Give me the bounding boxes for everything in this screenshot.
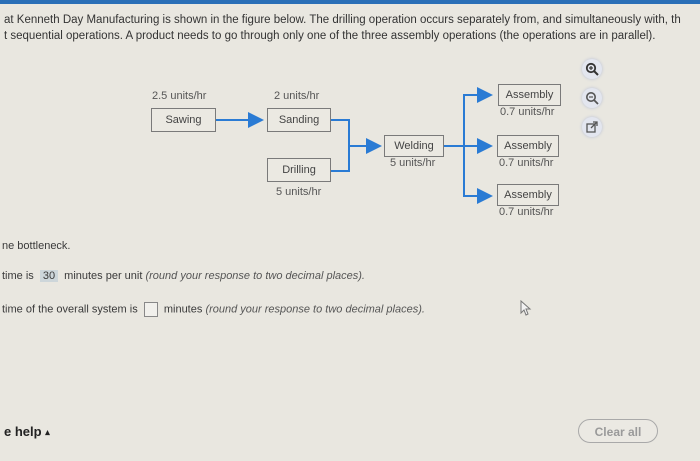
system-time-input[interactable] [143, 302, 158, 317]
drilling-rate: 5 units/hr [276, 186, 322, 198]
process-flow-diagram: 2.5 units/hr Sawing 2 units/hr Sanding D… [0, 0, 700, 230]
question-bottleneck: ne bottleneck. [2, 240, 71, 252]
help-label: e help [4, 424, 42, 439]
q1-text: ne bottleneck. [2, 240, 71, 252]
help-toggle[interactable]: e help ▴ [4, 424, 50, 439]
sawing-rate: 2.5 units/hr [152, 90, 207, 102]
intro-line-2: t sequential operations. A product needs… [4, 30, 656, 42]
station-assembly-2: Assembly [497, 135, 559, 157]
zoom-in-button[interactable] [582, 59, 602, 79]
intro-line-1: at Kenneth Day Manufacturing is shown in… [4, 14, 681, 26]
assembly-1-rate: 0.7 units/hr [500, 106, 555, 118]
assembly-3-rate: 0.7 units/hr [499, 206, 554, 218]
clear-all-button[interactable]: Clear all [578, 419, 658, 443]
q3-hint: (round your response to two decimal plac… [205, 303, 425, 316]
station-assembly-3: Assembly [497, 184, 559, 206]
problem-intro: at Kenneth Day Manufacturing is shown in… [4, 12, 681, 44]
station-sanding: Sanding [267, 108, 331, 132]
question-cycle-time: time is 30 minutes per unit (round your … [2, 270, 365, 282]
cycle-time-answer[interactable]: 30 [39, 270, 59, 282]
footer-bar: e help ▴ Clear all [0, 410, 700, 461]
mouse-cursor-icon [520, 300, 532, 316]
q2-prefix: time is [2, 270, 34, 282]
station-drilling: Drilling [267, 158, 331, 182]
sanding-rate: 2 units/hr [274, 90, 320, 102]
q2-suffix: minutes per unit [64, 270, 143, 282]
welding-rate: 5 units/hr [390, 157, 436, 169]
zoom-out-button[interactable] [582, 88, 602, 108]
station-assembly-1: Assembly [498, 84, 561, 106]
q3-prefix: time of the overall system is [2, 303, 138, 316]
popout-button[interactable] [582, 117, 602, 137]
q2-hint: (round your response to two decimal plac… [145, 270, 365, 282]
station-sawing: Sawing [151, 108, 216, 132]
caret-up-icon: ▴ [45, 427, 50, 438]
station-welding: Welding [384, 135, 444, 157]
top-bar [0, 0, 700, 4]
q3-suffix: minutes [163, 303, 203, 316]
question-system-time: time of the overall system is minutes (r… [2, 302, 425, 317]
assembly-2-rate: 0.7 units/hr [499, 157, 554, 169]
zoom-out-icon [586, 92, 599, 105]
zoom-in-icon [585, 62, 599, 76]
flow-lines [216, 87, 493, 204]
popout-icon [586, 121, 598, 133]
